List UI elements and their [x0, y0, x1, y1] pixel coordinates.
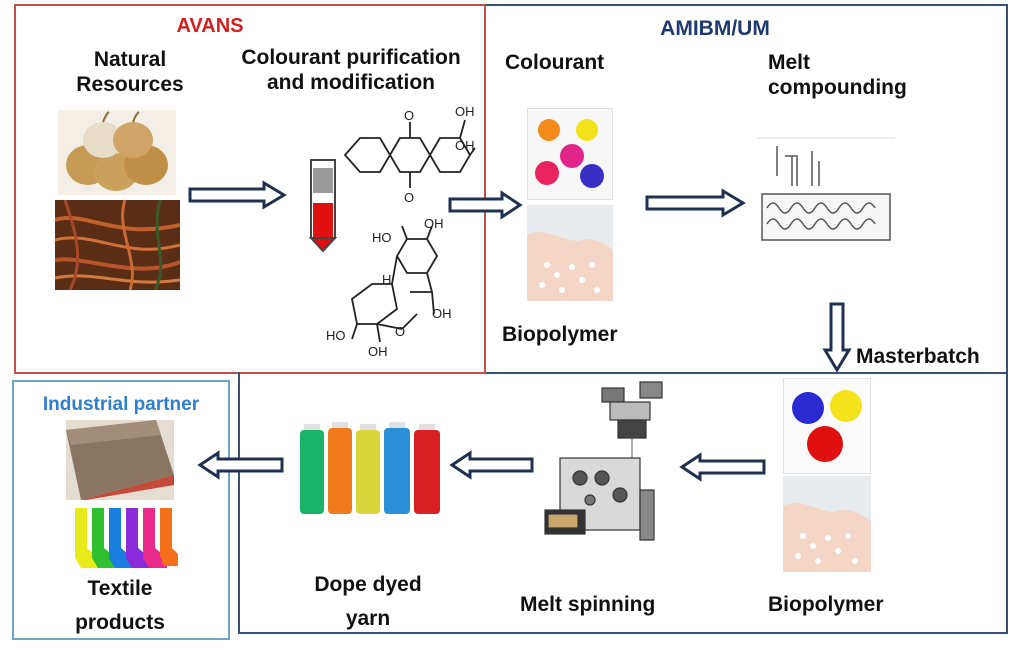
melt-spinning-label: Melt spinning — [520, 593, 656, 616]
onion-image — [58, 110, 176, 195]
molecule-o-bottom: O — [404, 190, 414, 205]
arrow-spinning-to-yarn — [448, 450, 534, 480]
amibm-region-top — [486, 4, 1008, 374]
socks-image — [70, 508, 180, 576]
molecule2-o: O — [395, 324, 405, 339]
molecule-oh-2: OH — [455, 138, 475, 153]
arrow-compounding-to-masterbatch — [822, 302, 852, 374]
test-tube-icon — [308, 158, 338, 253]
industrial-title: Industrial partner — [42, 394, 200, 415]
dope-dyed-yarn-image — [298, 422, 446, 520]
natural-resources-label: Natural Resources — [76, 48, 184, 97]
avans-region — [14, 4, 486, 374]
molecule2-oh-2: OH — [432, 306, 452, 321]
biopolymer-pellets-image-top — [527, 205, 613, 301]
molecule2-oh-3: OH — [368, 344, 388, 359]
amibm-title: AMIBM/UM — [660, 17, 770, 40]
melt-compounding-label: Melt compounding — [768, 51, 907, 100]
molecule-oh-1: OH — [455, 104, 475, 119]
molecule-o-top: O — [404, 108, 414, 123]
biopolymer-bottom-label: Biopolymer — [768, 593, 884, 616]
arrow-biopolymer-to-spinning — [678, 452, 766, 482]
purification-label: Colourant purification and modification — [241, 46, 461, 95]
dope-dyed-yarn-label: Dope dyed yarn — [314, 573, 422, 630]
industrial-region — [12, 380, 230, 640]
arrow-purification-to-colourant — [448, 190, 524, 220]
carpet-image — [66, 420, 174, 500]
masterbatch-pellets-image — [783, 378, 871, 474]
extruder-image — [757, 136, 895, 248]
arrow-yarn-to-industrial — [196, 450, 284, 480]
masterbatch-label: Masterbatch — [856, 345, 980, 368]
avans-title: AVANS — [176, 15, 244, 37]
textile-products-label: Textile products — [75, 577, 165, 634]
amibm-region-bottom — [238, 372, 1008, 634]
colourant-powders-image — [527, 108, 613, 200]
colourant-molecule-bottom: HO OH H OH HO O OH — [322, 214, 482, 359]
arrow-colourant-to-compounding — [645, 188, 747, 218]
molecule2-ho-2: HO — [326, 328, 346, 343]
roots-image — [55, 200, 180, 290]
colourant-label: Colourant — [505, 51, 605, 74]
molecule2-h: H — [382, 272, 391, 287]
biopolymer-pellets-image-bottom — [783, 476, 871, 572]
molecule2-ho-1: HO — [372, 230, 392, 245]
molecule2-oh-1: OH — [424, 216, 444, 231]
arrow-resources-to-purification — [188, 180, 288, 210]
melt-spinning-machine-image — [540, 380, 670, 555]
colourant-molecule-top: O O OH OH — [335, 100, 485, 210]
biopolymer-top-label: Biopolymer — [502, 323, 618, 346]
